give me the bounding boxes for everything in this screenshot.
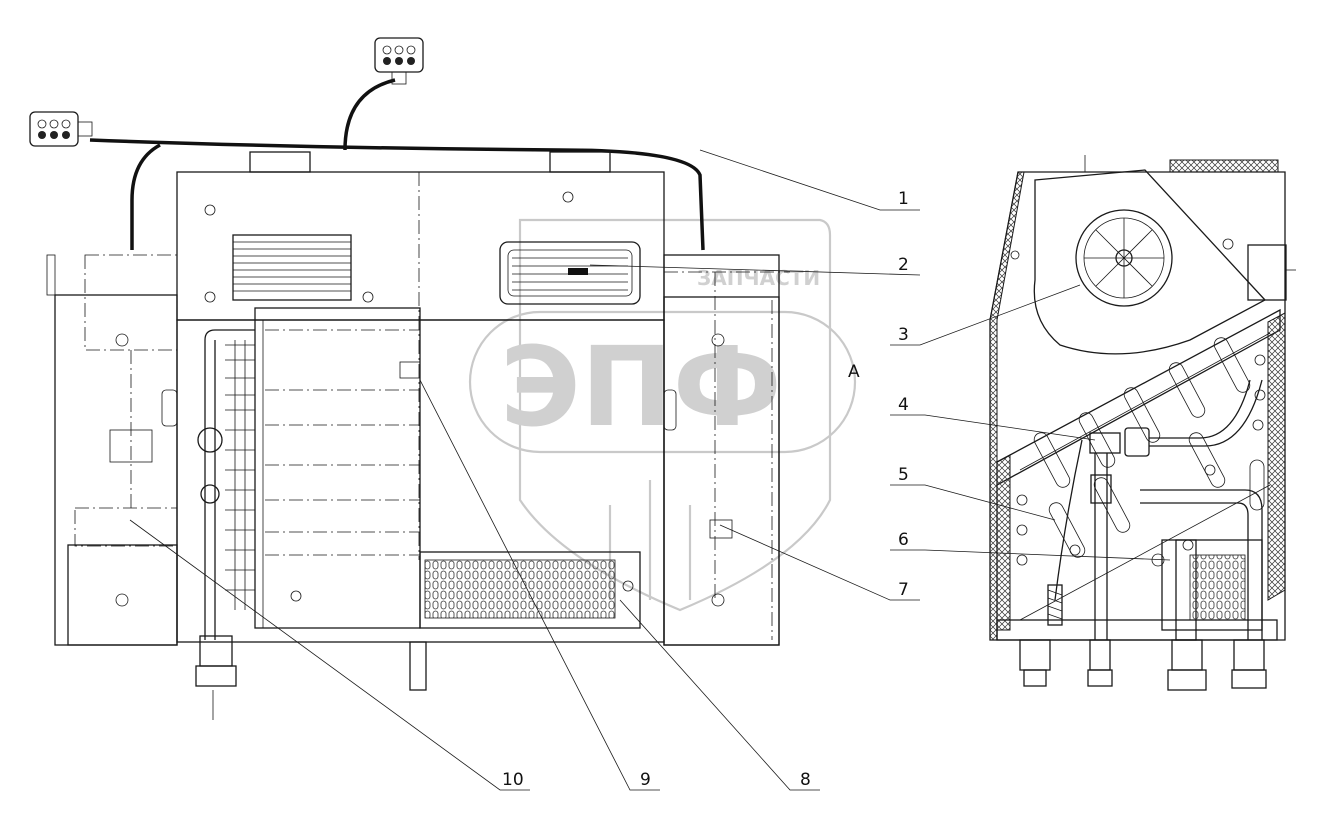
callout-labels: 1 2 3 4 5 6 7 8 9 10 [502,189,909,790]
heat-exchanger [996,308,1286,640]
left-side-box [46,254,178,646]
callout-4: 4 [898,395,909,415]
watermark-caption: ЗАПЧАСТИ [697,266,820,290]
callout-9: 9 [640,770,651,790]
view-marker-a: A [848,362,860,382]
air-outlet-grille [499,241,641,305]
callout-2: 2 [898,255,909,275]
connector-left [29,111,93,147]
watermark-logo: ЭПФ ЗАПЧАСТИ [468,218,857,612]
right-side-box: A [663,254,860,646]
callout-5: 5 [898,465,909,485]
callout-8: 8 [800,770,811,790]
callout-7: 7 [898,580,909,600]
callout-1: 1 [898,189,909,209]
top-louver [232,234,352,301]
coil-pipes [195,329,255,720]
fan-blower [1010,169,1296,355]
callout-10: 10 [502,770,524,790]
callout-leaders [129,149,1171,791]
callout-3: 3 [898,325,909,345]
wire-harness [89,78,705,251]
callout-6: 6 [898,530,909,550]
pipework [1047,379,1263,641]
connector-top [374,37,424,85]
front-view: A [46,151,860,720]
bottom-filter [419,551,641,629]
watermark-letters: ЭПФ [500,323,782,451]
side-view [989,155,1296,691]
